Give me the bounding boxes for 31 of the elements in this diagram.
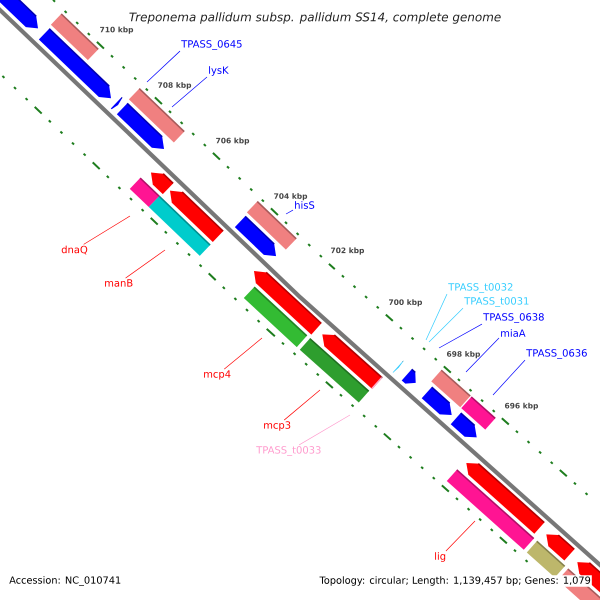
leader-line [466, 338, 500, 372]
gene-label: miaA [501, 329, 526, 337]
leader-line [146, 50, 180, 82]
gene-label: lysK [209, 66, 229, 76]
gene-label: TPASS_0645 [181, 40, 242, 50]
leader-line [224, 338, 262, 370]
leader-line [284, 390, 320, 420]
gene-label: TPASS_0638 [483, 313, 544, 323]
gene-label: TPASS_0636 [526, 349, 587, 359]
gene-label: mcp4 [204, 370, 230, 380]
gene-label: dnaQ [62, 246, 88, 254]
gene-label: manB [105, 279, 132, 287]
leader-line [172, 76, 208, 108]
gene-label: TPASS_t0032 [448, 283, 512, 293]
gene-label: TPASS_t0033 [256, 446, 321, 456]
footer-text: Topology: circular; Length: 1,139,457 bp; Genes: 1,079 [318, 575, 592, 587]
leader-line [428, 308, 464, 342]
gene-label: TPASS_t0031 [464, 297, 528, 307]
leader-line [426, 294, 448, 340]
title: Treponema pallidum subsp. pallidum SS14, complete genome [129, 12, 501, 24]
leader-line [286, 210, 294, 214]
leader-line [492, 360, 526, 396]
leader-line [298, 414, 350, 446]
gene-label: hisS [295, 201, 314, 209]
footer-text: Accession: NC_010741 [9, 576, 120, 586]
leader-line [83, 216, 130, 245]
leader-line [125, 250, 166, 278]
gene-label: mcp3 [264, 421, 290, 431]
leader-line [438, 324, 482, 348]
gene-label: lig [435, 552, 446, 562]
leader-line [446, 520, 476, 552]
